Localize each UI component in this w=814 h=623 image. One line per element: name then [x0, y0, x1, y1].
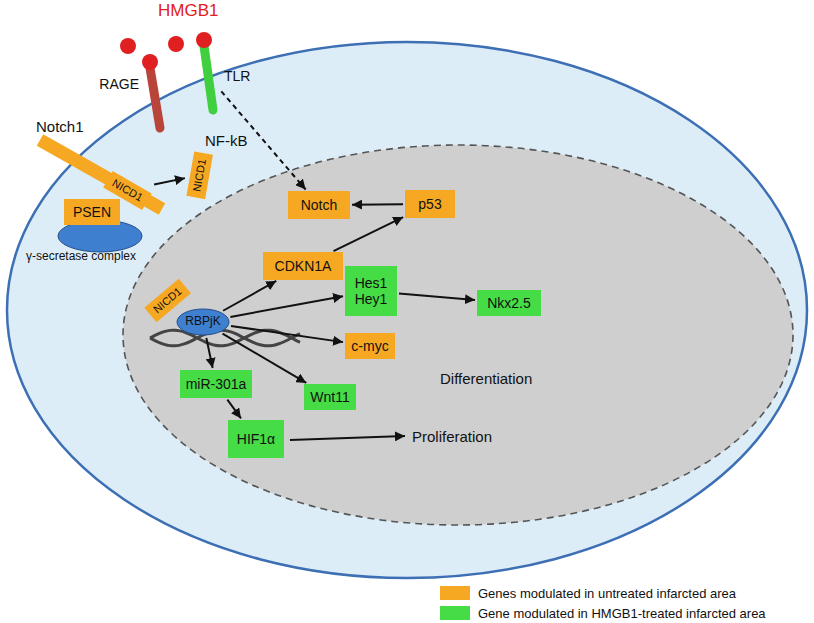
node-text: TLR — [224, 68, 250, 84]
gene-box: miR-301a — [180, 370, 253, 398]
node-text: Nkx2.5 — [487, 295, 531, 311]
tlr-receptor: TLR — [198, 40, 220, 114]
legend: Genes modulated in untreated infarcted a… — [440, 584, 766, 623]
arrow-connector — [154, 178, 185, 184]
node-text: PSEN — [73, 204, 111, 220]
rbpjk-ellipse: RBPjK — [176, 308, 230, 336]
gene-box: Nkx2.5 — [477, 290, 541, 316]
legend-row: Gene modulated in HMGB1-treated infarcte… — [440, 604, 766, 622]
gene-box: HIF1α — [228, 420, 284, 458]
arrow-connector — [230, 296, 343, 317]
gene-box: CDKN1A — [263, 252, 343, 280]
receptor-name: Notch1 — [36, 118, 84, 135]
gene-box: Notch — [288, 191, 350, 219]
rage-receptor: RAGE — [143, 64, 167, 132]
hmgb1-ligand — [120, 38, 136, 54]
node-text: HIF1α — [237, 431, 275, 447]
legend-swatch — [440, 606, 470, 620]
gene-box: c-myc — [345, 333, 395, 359]
ligand-name: HMGB1 — [158, 1, 218, 21]
proliferation-arrow — [290, 436, 405, 440]
node-text: Hes1 Hey1 — [351, 275, 391, 307]
complex-name: γ-secretase complex — [26, 250, 136, 264]
process-label: Differentiation — [440, 370, 532, 387]
cell-membrane — [7, 42, 807, 578]
node-text: RBPjK — [185, 315, 220, 329]
gene-box: p53 — [405, 190, 455, 218]
arrow-connector — [333, 217, 403, 251]
process-label: Proliferation — [412, 428, 492, 445]
arrow-connector — [352, 203, 403, 205]
gene-box: Wnt11 — [304, 384, 355, 410]
node-text: NICD1 — [151, 285, 184, 316]
node-text: NICD1 — [191, 158, 209, 193]
legend-row: Genes modulated in untreated infarcted a… — [440, 584, 766, 602]
arrow-connector — [231, 326, 343, 342]
node-text: CDKN1A — [275, 258, 332, 274]
gene-box: Hes1 Hey1 — [345, 266, 397, 316]
legend-text: Gene modulated in HMGB1-treated infarcte… — [478, 606, 766, 621]
legend-swatch — [440, 586, 470, 600]
receptor-bar — [143, 64, 167, 132]
nucleus — [123, 145, 793, 525]
legend-text: Genes modulated in untreated infarcted a… — [478, 586, 736, 601]
node-text: RAGE — [99, 76, 139, 92]
node-text: Notch — [301, 197, 338, 213]
nicd1-tag: NICD1 — [187, 151, 213, 199]
arrow-connector — [206, 338, 212, 368]
node-text: miR-301a — [186, 376, 247, 392]
receptor-bar — [198, 40, 220, 114]
arrow-connector — [227, 400, 241, 419]
edge-label: NF-kB — [203, 132, 250, 149]
node-text: Wnt11 — [310, 389, 349, 405]
node-text: c-myc — [351, 338, 388, 354]
hmgb1-ligand — [168, 36, 184, 52]
arrow-connector — [223, 281, 276, 311]
node-text: p53 — [418, 196, 441, 212]
arrow-connector — [399, 293, 475, 300]
psen-box: PSEN — [64, 199, 120, 225]
